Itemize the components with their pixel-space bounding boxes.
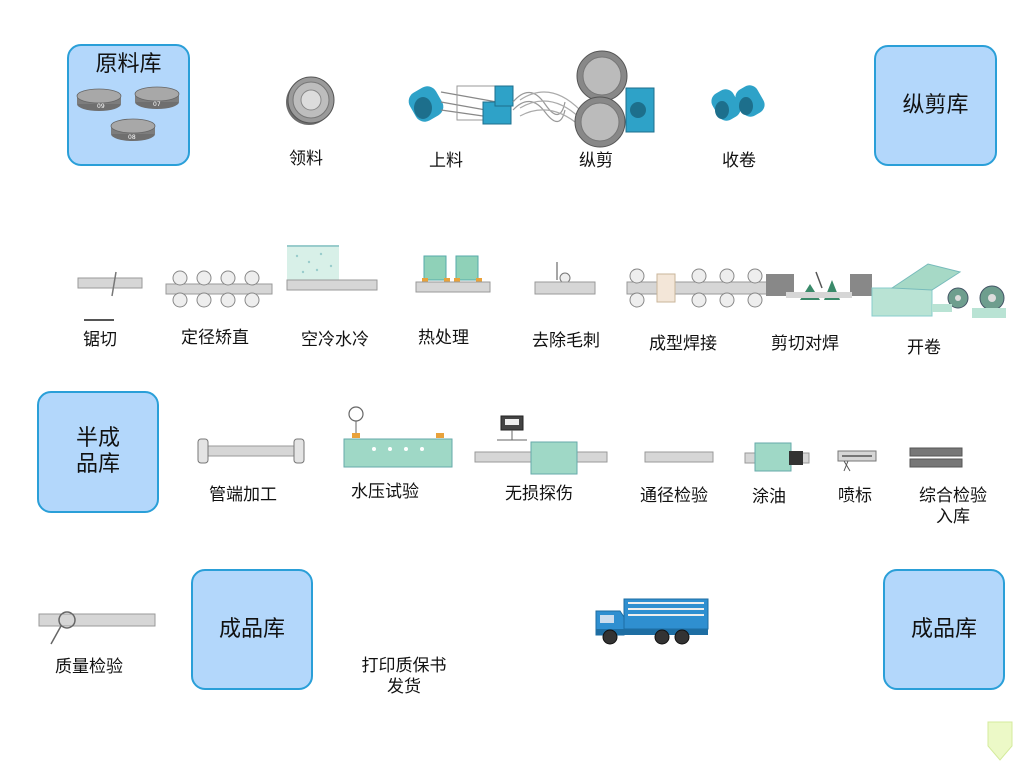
step-feed: 上料 xyxy=(429,151,463,171)
step-heat-treat: 热处理 xyxy=(418,328,469,348)
step-quality-check: 质量检验 xyxy=(55,657,123,677)
heat-treatment-icon xyxy=(415,255,491,293)
ndt-flaw-detection-icon xyxy=(474,415,608,475)
semi-finished-store: 半成 品库 xyxy=(37,391,159,513)
air-water-cooling-icon xyxy=(286,245,378,291)
step-oiling: 涂油 xyxy=(752,487,786,507)
step-form-weld: 成型焊接 xyxy=(649,334,717,354)
step-uncoil: 开卷 xyxy=(907,338,941,358)
slitting-store: 纵剪库 xyxy=(874,45,997,166)
step-marking: 喷标 xyxy=(838,486,872,506)
coil-label-07: 07 xyxy=(153,101,161,108)
raw-material-store-label: 原料库 xyxy=(95,52,162,77)
step-pipe-end: 管端加工 xyxy=(209,485,277,505)
step-final-inspect-line2: 入库 xyxy=(936,507,970,527)
final-inspection-icon xyxy=(909,447,963,468)
forming-welding-icon xyxy=(626,268,772,308)
step-deburr: 去除毛刺 xyxy=(532,331,600,351)
finished-store-right: 成品库 xyxy=(883,569,1005,690)
pipe-end-machining-icon xyxy=(197,438,305,464)
semi-finished-store-label-1: 半成 xyxy=(75,426,120,451)
slitting-store-label: 纵剪库 xyxy=(902,92,969,118)
delivery-truck-icon xyxy=(595,598,709,645)
step-ndt: 无损探伤 xyxy=(505,484,573,504)
shear-butt-weld-icon xyxy=(766,271,872,300)
coil-label-08: 08 xyxy=(128,134,136,141)
coil-label-09: 09 xyxy=(97,103,105,110)
finished-store-left-label: 成品库 xyxy=(218,616,285,642)
step-ship: 打印质保书 发货 xyxy=(348,656,460,698)
step-final-inspect-line1: 综合检验 xyxy=(919,486,987,506)
semi-finished-store-label-2: 品库 xyxy=(75,452,120,477)
step-saw: 锯切 xyxy=(83,330,117,350)
saw-cut-icon xyxy=(77,271,143,321)
step-sizing: 定径矫直 xyxy=(181,328,249,348)
uncoiler-icon xyxy=(871,263,1006,318)
finished-store-right-label: 成品库 xyxy=(910,616,977,642)
step-rewind: 收卷 xyxy=(722,151,756,171)
step-slit: 纵剪 xyxy=(579,151,613,171)
finished-store-left: 成品库 xyxy=(191,569,313,690)
step-ship-line2: 发货 xyxy=(387,677,421,697)
step-final-inspect: 综合检验 入库 xyxy=(896,486,1010,528)
hydrostatic-test-icon xyxy=(343,406,453,468)
step-collect: 领料 xyxy=(289,149,323,169)
slitting-machine-icon xyxy=(519,50,655,148)
step-ship-line1: 打印质保书 xyxy=(361,656,447,676)
sizing-straightening-icon xyxy=(165,270,273,308)
oiling-icon xyxy=(744,442,810,472)
step-air-water-cool: 空冷水冷 xyxy=(301,330,369,350)
steel-coils-icon: 09 07 08 xyxy=(76,86,180,141)
spray-marking-icon xyxy=(837,450,877,472)
quality-inspection-icon xyxy=(38,611,156,645)
step-shear-butt-weld: 剪切对焊 xyxy=(771,334,839,354)
coil-collect-icon xyxy=(286,76,335,125)
rewind-machine-icon xyxy=(711,85,765,121)
next-arrow-icon[interactable] xyxy=(984,721,1016,766)
feeding-machine-icon xyxy=(408,85,566,125)
step-hydro-test: 水压试验 xyxy=(351,482,419,502)
step-drift-test: 通径检验 xyxy=(640,486,708,506)
deburring-icon xyxy=(534,262,596,295)
drift-test-icon xyxy=(644,451,714,463)
